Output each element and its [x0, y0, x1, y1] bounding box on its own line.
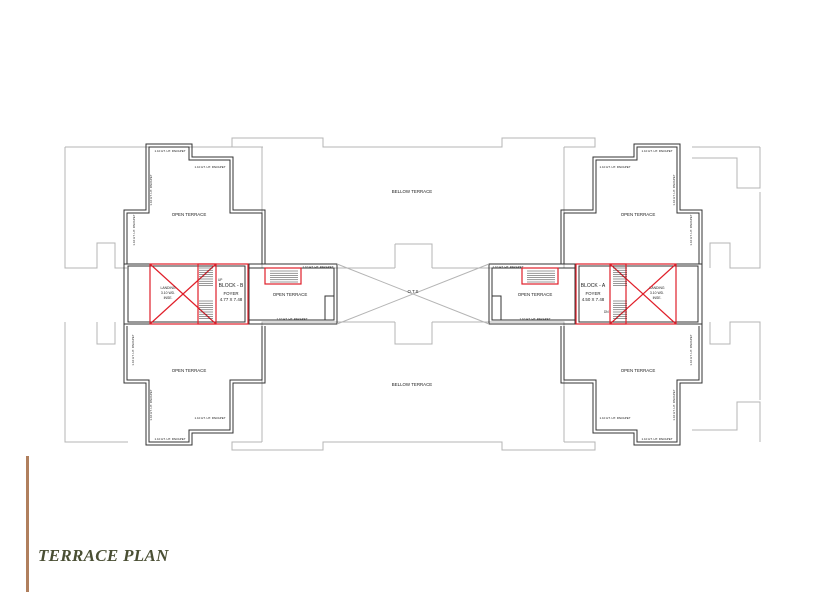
open-terrace-label-mr: OPEN TERRACE: [518, 292, 553, 297]
up-label-b: UP: [218, 278, 222, 282]
parapet-note: 1.10 HT. HT. PARAPET: [689, 334, 693, 365]
parapet-note: 1.10 HT. HT. PARAPET: [599, 416, 630, 420]
parapet-note: 1.10 HT. HT. PARAPET: [132, 214, 136, 245]
open-terrace-label-tr: OPEN TERRACE: [621, 212, 656, 217]
landing-note-a: INSE.: [653, 296, 662, 300]
page-title: TERRACE PLAN: [38, 546, 169, 565]
parapet-note: 1.10 HT. HT. PARAPET: [689, 214, 693, 245]
accent-bar: [26, 456, 29, 592]
landing-label-a: LANDING: [649, 286, 664, 290]
parapet-note: 1.10 HT. HT. PARAPET: [672, 389, 676, 420]
parapet-note: 1.10 HT. HT. PARAPET: [154, 149, 185, 153]
parapet-note: 1.10 HT. HT. PARAPET: [672, 174, 676, 205]
parapet-note: 1.10 HT. HT. PARAPET: [599, 165, 630, 169]
parapet-note: 1.10 HT. HT. PARAPET: [641, 437, 672, 441]
landing-label-b: LANDING: [160, 286, 175, 290]
bellow-terrace-label-bottom: BELLOW TERRACE: [392, 382, 432, 387]
landing-width-a: 3.10 WD.: [650, 291, 664, 295]
open-terrace-label-br: OPEN TERRACE: [621, 368, 656, 373]
parapet-note: 1.10 HT. HT. PARAPET: [131, 334, 135, 365]
right-block-walls: [488, 143, 703, 446]
parapet-notes: 1.10 HT. HT. PARAPET 1.10 HT. HT. PARAPE…: [131, 149, 693, 441]
parapet-note: 1.10 HT. HT. PARAPET: [492, 265, 523, 269]
ots-cross-lines: [336, 263, 490, 325]
foyer-a-label: FOYER: [585, 291, 600, 296]
left-block-walls: [123, 143, 338, 446]
foyer-a-size: 4.50 X 7.48: [582, 297, 605, 302]
landing-note-b: INSE.: [164, 296, 173, 300]
parapet-note: 1.10 HT. HT. PARAPET: [519, 317, 550, 321]
parapet-note: 1.10 HT. HT. PARAPET: [641, 149, 672, 153]
parapet-note: 1.10 HT. HT. PARAPET: [276, 317, 307, 321]
parapet-note: 1.10 HT. HT. PARAPET: [194, 165, 225, 169]
stair-treads: [199, 267, 627, 319]
landing-width-b: 3.10 WD.: [161, 291, 175, 295]
open-terrace-label-ml: OPEN TERRACE: [273, 292, 308, 297]
block-b-label: BLOCK - B: [219, 283, 244, 289]
dn-label-a: DN: [604, 310, 609, 314]
foyer-b-label: FOYER: [223, 291, 238, 296]
open-terrace-label-tl: OPEN TERRACE: [172, 212, 207, 217]
foyer-b-size: 4.77 X 7.48: [220, 297, 243, 302]
parapet-note: 1.10 HT. HT. PARAPET: [194, 416, 225, 420]
ots-label: O.T.S: [408, 289, 419, 294]
bellow-terrace-label-top: BELLOW TERRACE: [392, 189, 432, 194]
block-a-label: BLOCK - A: [581, 283, 606, 289]
parapet-note: 1.10 HT. HT. PARAPET: [302, 265, 333, 269]
parapet-note: 1.10 HT. HT. PARAPET: [149, 174, 153, 205]
parapet-note: 1.10 HT. HT. PARAPET: [149, 389, 153, 420]
parapet-note: 1.10 HT. HT. PARAPET: [154, 437, 185, 441]
open-terrace-label-bl: OPEN TERRACE: [172, 368, 207, 373]
